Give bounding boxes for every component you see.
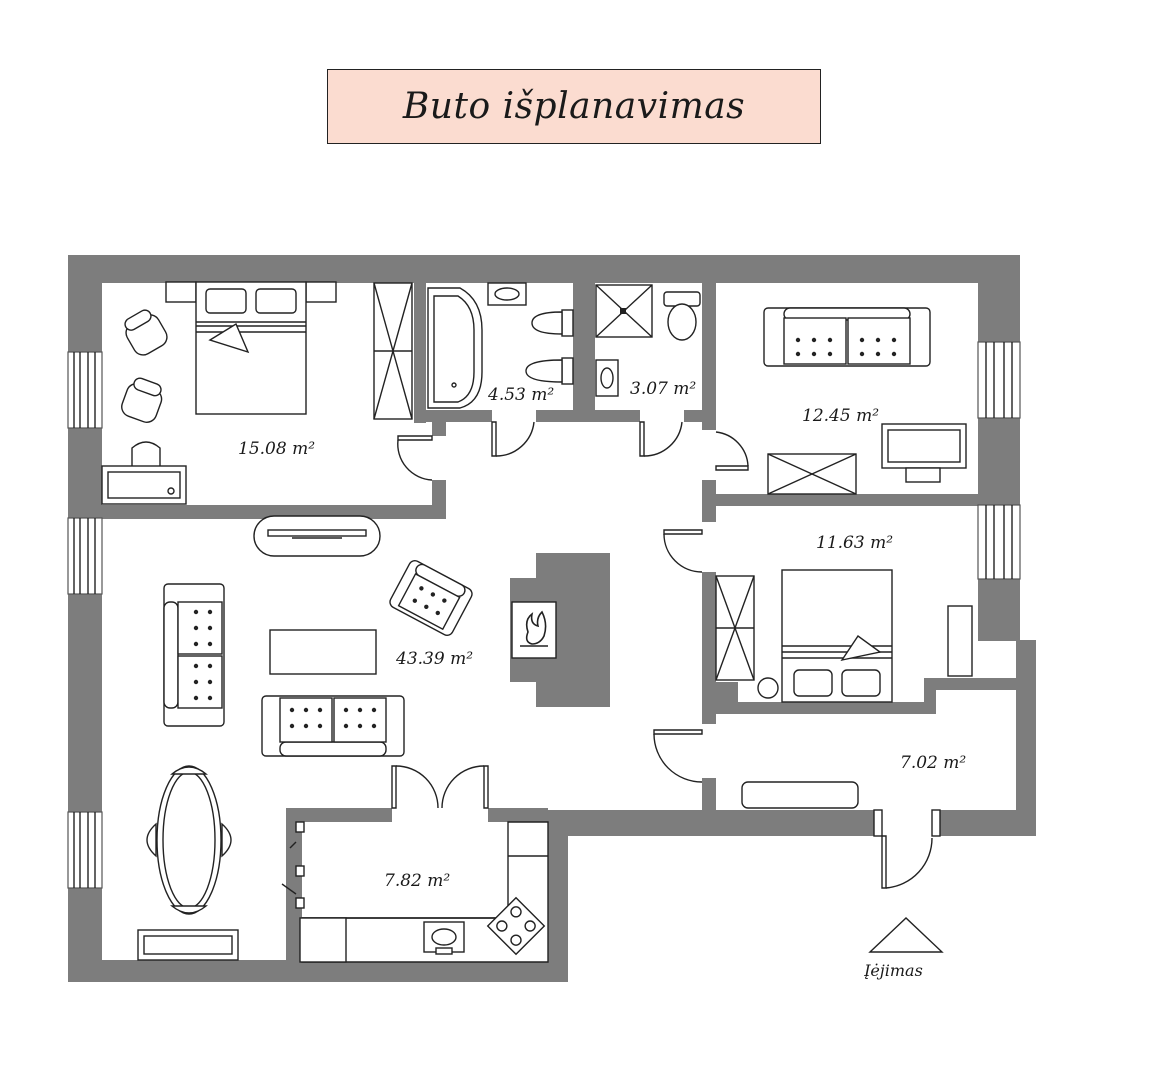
area-kitchen: 7.82 m² [384, 871, 450, 891]
fire-icon [525, 610, 547, 645]
room-12-furniture [763, 307, 967, 495]
bedroom-1-furniture [101, 281, 413, 505]
room-labels: 15.08 m² 4.53 m² 3.07 m² 12.45 m² 11.63 … [238, 379, 966, 980]
area-room-12: 12.45 m² [802, 406, 879, 426]
area-bedroom-2: 11.63 m² [816, 533, 893, 553]
bedroom-2-furniture [715, 569, 973, 703]
area-hallway: 7.02 m² [900, 753, 966, 773]
title-box: Buto išplanavimas [327, 69, 821, 144]
hallway-furniture [741, 781, 944, 953]
area-bathroom-2: 3.07 m² [630, 379, 696, 399]
living-room-furniture [137, 515, 557, 961]
doors [391, 410, 941, 889]
area-living-room: 43.39 m² [395, 649, 473, 669]
area-bathroom-1: 4.53 m² [487, 385, 554, 405]
kitchen-furniture [281, 821, 549, 963]
entrance-label: Įėjimas [864, 961, 923, 980]
plan-title: Buto išplanavimas [402, 86, 746, 127]
entrance-arrow-icon [868, 917, 944, 953]
windows [67, 341, 1021, 889]
bathroom-1-furniture [427, 282, 574, 409]
bathroom-2-furniture [595, 284, 701, 397]
area-bedroom-1: 15.08 m² [238, 439, 315, 459]
